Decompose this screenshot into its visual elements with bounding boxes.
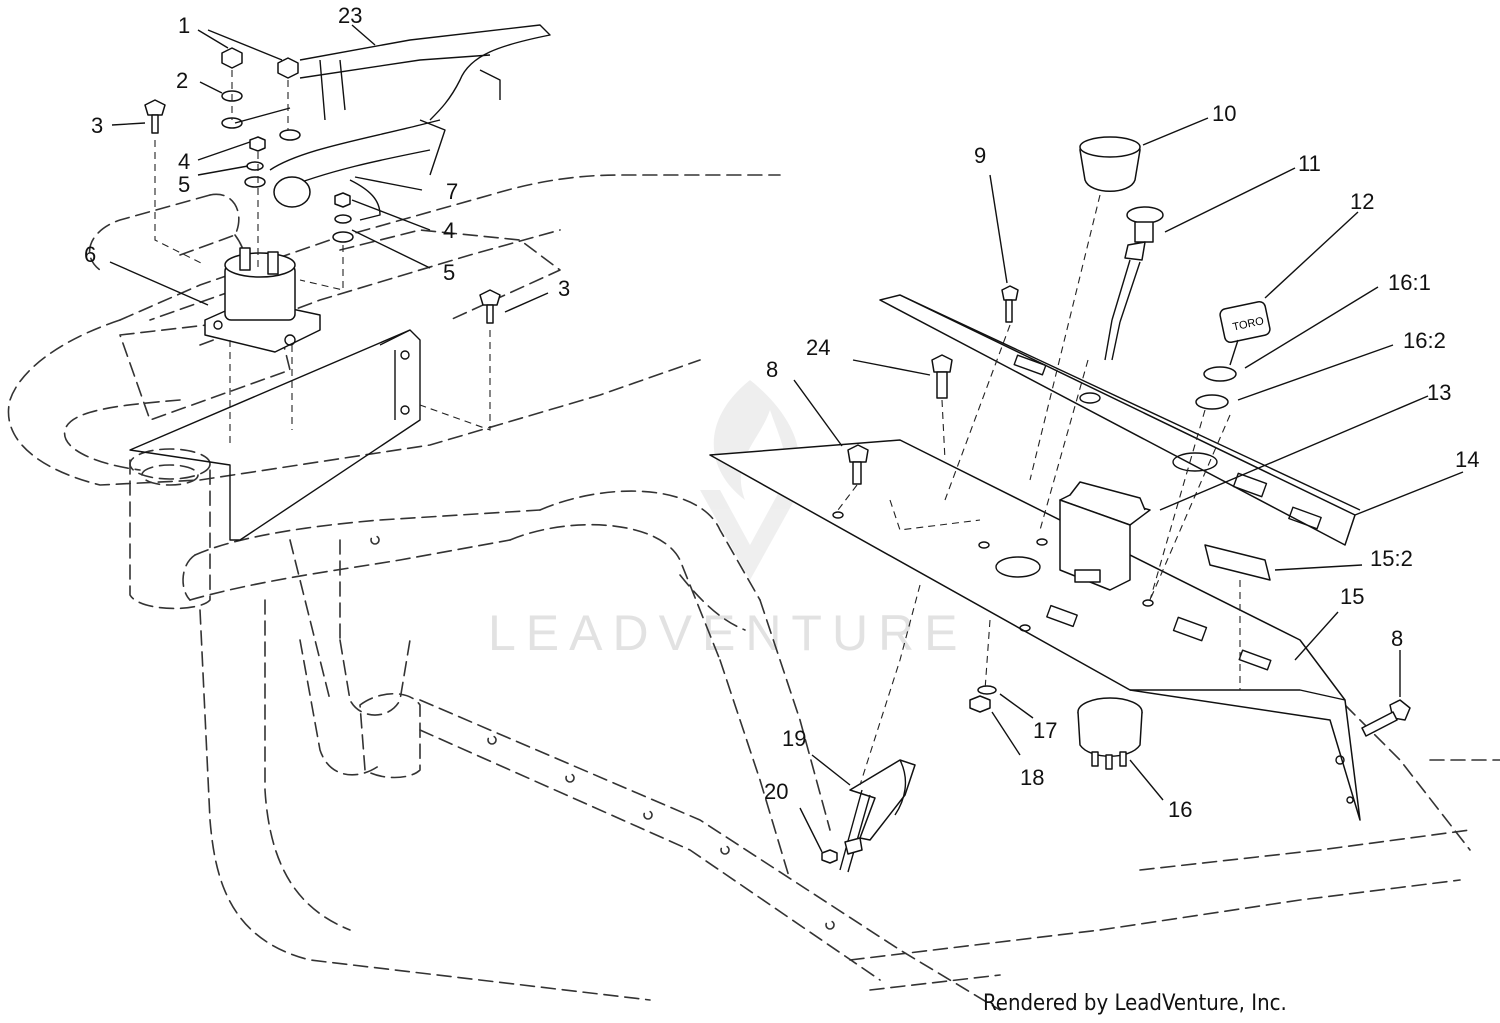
watermark-logo [700, 380, 800, 580]
callout-2: 2 [176, 68, 188, 93]
wire-harness-part-23 [269, 24, 551, 221]
leader-lines [109, 24, 1464, 853]
callout-4-right: 4 [443, 218, 455, 243]
callout-18: 18 [1020, 765, 1044, 790]
callout-23: 23 [338, 3, 362, 28]
decal-15-2 [1204, 544, 1271, 581]
bolt-part-24 [931, 354, 953, 399]
ignition-switch-part-16 [1077, 697, 1143, 770]
washer-16-2 [1195, 394, 1229, 410]
cable-bracket-part-19 [839, 759, 916, 873]
bolt-part-8-right [1361, 699, 1411, 737]
bolt-part-9 [1001, 285, 1019, 323]
callout-20: 20 [764, 779, 788, 804]
washer-16-1 [1203, 366, 1237, 382]
callout-15-2: 15:2 [1370, 546, 1413, 571]
hardware-nuts-washers [144, 47, 501, 324]
watermark-text: LEADVENTURE [488, 605, 968, 661]
callout-19: 19 [782, 726, 806, 751]
callout-3-right: 3 [558, 276, 570, 301]
nut-part-18 [969, 695, 991, 713]
callout-11: 11 [1298, 151, 1321, 176]
callout-14: 14 [1455, 447, 1479, 472]
solenoid-bracket [129, 329, 421, 541]
hour-meter-part-13 [1059, 481, 1151, 591]
callout-16-1: 16:1 [1388, 270, 1431, 295]
render-credit: Rendered by LeadVenture, Inc. [983, 991, 1287, 1016]
choke-cable-part-11 [1104, 206, 1164, 361]
callout-8-right: 8 [1391, 626, 1403, 651]
callout-7: 7 [446, 179, 458, 204]
callout-labels: 1 2 3 3 4 4 5 5 6 7 8 8 9 10 11 12 13 14… [84, 3, 1479, 822]
callout-13: 13 [1427, 380, 1451, 405]
callout-15: 15 [1340, 584, 1364, 609]
bolt-part-8 [847, 444, 869, 485]
callout-17: 17 [1033, 718, 1057, 743]
callout-10: 10 [1212, 101, 1236, 126]
callout-4: 4 [178, 149, 190, 174]
callout-5: 5 [178, 172, 190, 197]
ignition-key-part-12: TORO [1219, 300, 1271, 366]
washer-part-17 [977, 685, 997, 695]
assembly-centerlines-left [154, 70, 491, 445]
control-panel-15 [709, 439, 1361, 821]
control-panel-plate-14 [879, 294, 1361, 546]
callout-5-right: 5 [443, 260, 455, 285]
callout-8: 8 [766, 357, 778, 382]
callout-6: 6 [84, 242, 96, 267]
callout-12: 12 [1350, 189, 1374, 214]
assembly-centerlines-right [837, 194, 1241, 786]
callout-9: 9 [974, 143, 986, 168]
callout-16-2: 16:2 [1403, 328, 1446, 353]
callout-16: 16 [1168, 797, 1192, 822]
throttle-knob-part-10 [1079, 136, 1141, 192]
nut-part-20 [821, 849, 838, 864]
solenoid-part-6 [204, 247, 321, 353]
callout-24: 24 [806, 335, 830, 360]
callout-3: 3 [91, 113, 103, 138]
callout-1: 1 [178, 13, 190, 38]
